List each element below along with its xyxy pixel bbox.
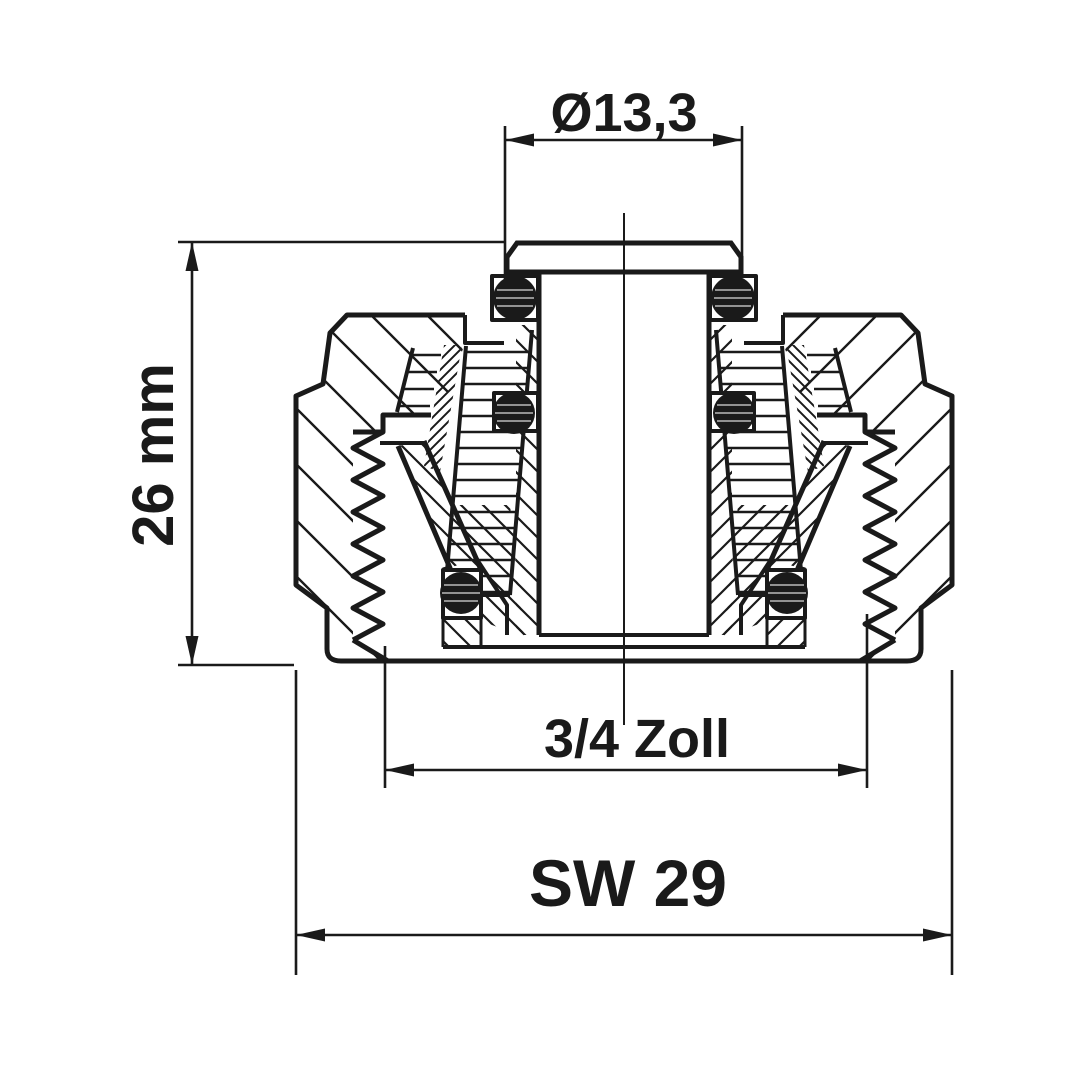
label-diameter: Ø13,3 (550, 83, 697, 143)
dimension-arrowheads (185, 133, 952, 942)
arrowhead (185, 242, 199, 271)
arrowhead (838, 763, 867, 777)
arrowhead (185, 636, 199, 665)
dimension-thread (383, 614, 869, 788)
arrowhead (713, 133, 742, 147)
label-thread: 3/4 Zoll (544, 709, 730, 769)
arrowhead (385, 763, 414, 777)
dimension-diameter (503, 126, 744, 284)
arrowhead (923, 928, 952, 942)
label-wrench: SW 29 (529, 846, 727, 920)
dimension-labels: Ø13,3 26 mm 3/4 Zoll SW 29 (121, 83, 730, 920)
extension-lines (503, 126, 744, 284)
dimension-height (178, 240, 504, 667)
arrowhead (505, 133, 534, 147)
dimension-wrench (294, 670, 954, 975)
part-cross-section (296, 213, 952, 725)
extension-lines (178, 240, 504, 667)
extension-lines (294, 670, 954, 975)
extension-lines (383, 614, 869, 788)
label-height: 26 mm (121, 363, 186, 547)
dimensions (178, 126, 954, 975)
arrowhead (296, 928, 325, 942)
